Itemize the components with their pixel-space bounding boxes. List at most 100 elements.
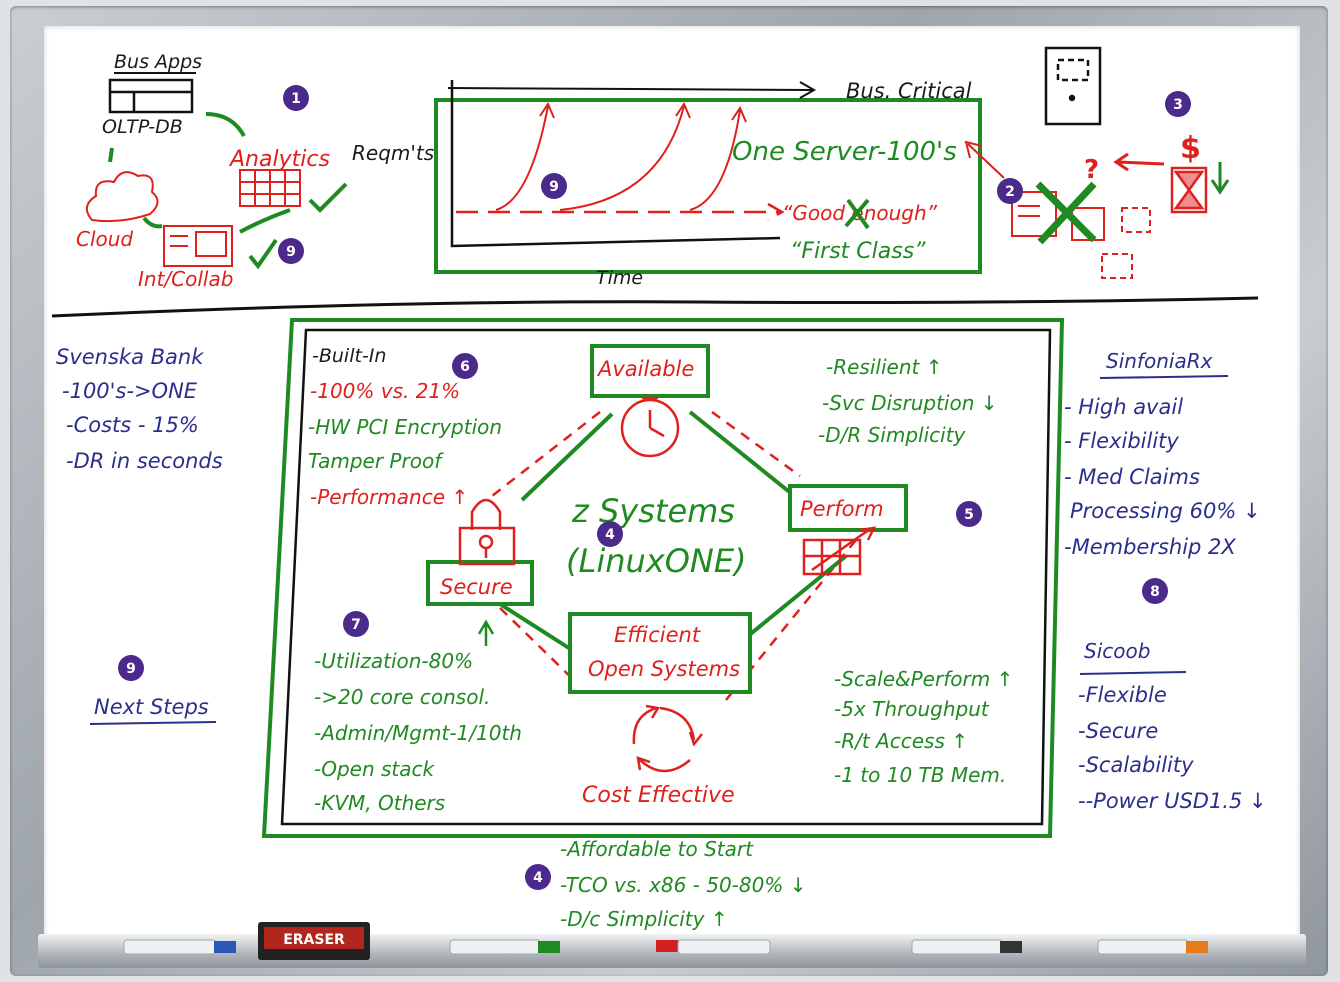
sinfonia-title: SinfoniaRx xyxy=(1106,349,1213,373)
inner-frame xyxy=(280,328,1052,826)
badge-9-chart: 9 xyxy=(541,173,567,199)
available-list-item: -Svc Disruption ↓ xyxy=(822,391,998,415)
sicoob-item: -Scalability xyxy=(1078,753,1194,777)
marker-orange[interactable] xyxy=(1097,939,1208,955)
badge-4-cost: 4 xyxy=(525,864,551,890)
arrow-down-cost xyxy=(1210,162,1230,195)
efficient-list-item: -KVM, Others xyxy=(314,791,445,815)
svg-text:9: 9 xyxy=(126,661,136,677)
svenska-item: -DR in seconds xyxy=(66,449,223,473)
marker-green[interactable] xyxy=(449,939,560,955)
oltp-db-label: OLTP-DB xyxy=(102,116,183,138)
bus-critical-label: Bus. Critical xyxy=(846,79,972,103)
badge-9-collab: 9 xyxy=(278,238,304,264)
bus-apps-label: Bus Apps xyxy=(114,51,202,73)
sinfonia-item: - Flexibility xyxy=(1064,429,1179,453)
cross-servers xyxy=(1035,181,1097,245)
efficient-label: Efficient xyxy=(614,623,701,647)
arrow-cost-question xyxy=(1113,152,1165,172)
linuxone-subtitle: (LinuxONE) xyxy=(566,542,747,580)
svg-text:9: 9 xyxy=(286,244,296,260)
badge-9-next-steps: 9 xyxy=(118,655,144,681)
efficient-benefits-list: -Utilization-80% ->20 core consol. -Admi… xyxy=(314,649,522,815)
badge-3: 3 xyxy=(1165,91,1191,117)
svg-text:1: 1 xyxy=(291,91,301,107)
secure-list-item: -HW PCI Encryption xyxy=(308,415,502,439)
performance-chart-icon xyxy=(802,526,877,576)
secure-list-item: -Performance ↑ xyxy=(310,485,468,509)
recycle-arrows-icon xyxy=(632,704,703,773)
svg-text:7: 7 xyxy=(351,617,361,633)
secure-benefits-list: -Built-In -100% vs. 21% -HW PCI Encrypti… xyxy=(308,345,502,509)
check-mark-collab xyxy=(248,238,278,270)
efficient-list-item: ->20 core consol. xyxy=(314,685,490,709)
perform-list-item: -Scale&Perform ↑ xyxy=(834,667,1013,691)
sinfonia-item: - High avail xyxy=(1064,395,1183,419)
hourglass-icon xyxy=(1170,166,1208,214)
svg-text:6: 6 xyxy=(460,359,470,375)
sinfonia-item: Processing 60% ↓ xyxy=(1070,499,1261,523)
analytics-grid-icon xyxy=(239,169,301,207)
badge-2: 2 xyxy=(997,178,1023,204)
secure-list-item: Tamper Proof xyxy=(308,449,444,473)
padlock-icon xyxy=(458,498,516,566)
sicoob-item: -Secure xyxy=(1078,719,1158,743)
database-table-icon xyxy=(108,78,194,114)
badge-7: 7 xyxy=(343,611,369,637)
svg-text:4: 4 xyxy=(533,870,543,886)
cost-benefits-list: -Affordable to Start -TCO vs. x86 - 50-8… xyxy=(560,837,806,931)
sicoob-item: --Power USD1.5 ↓ xyxy=(1078,789,1267,813)
time-label: Time xyxy=(596,267,643,289)
cost-effective-label: Cost Effective xyxy=(582,783,735,808)
cost-list-item: -TCO vs. x86 - 50-80% ↓ xyxy=(560,873,806,897)
cross-good-enough xyxy=(844,198,870,230)
marker-red[interactable] xyxy=(656,939,771,955)
svg-text:4: 4 xyxy=(605,527,615,543)
perform-list-item: -5x Throughput xyxy=(834,697,990,721)
available-label: Available xyxy=(596,357,694,381)
z-systems-title: z Systems xyxy=(571,492,735,530)
available-box xyxy=(590,344,710,398)
marker-blue[interactable] xyxy=(123,939,236,955)
cloud-icon xyxy=(85,171,159,223)
svg-text:2: 2 xyxy=(1005,184,1015,200)
reqmts-label: Reqm'ts xyxy=(352,141,434,165)
one-server-label: One Server-100's xyxy=(732,137,957,167)
marker-black[interactable] xyxy=(911,939,1022,955)
bus-critical-arrow xyxy=(447,81,817,99)
stopwatch-icon xyxy=(620,396,680,458)
sicoob-item: -Flexible xyxy=(1078,683,1167,707)
svg-text:3: 3 xyxy=(1173,97,1183,113)
cloud-label: Cloud xyxy=(76,227,133,251)
efficient-list-item: -Utilization-80% xyxy=(314,649,473,673)
whiteboard-surface xyxy=(44,26,1300,938)
svenska-item: -Costs - 15% xyxy=(66,413,199,437)
arrow-up-efficient xyxy=(477,619,495,646)
available-benefits-list: -Resilient ↑ -Svc Disruption ↓ -D/R Simp… xyxy=(818,355,998,447)
perform-benefits-list: -Scale&Perform ↑ -5x Throughput -R/t Acc… xyxy=(834,667,1013,787)
efficient-list-item: -Admin/Mgmt-1/10th xyxy=(314,721,522,745)
svenska-bank-panel: Svenska Bank -100's->ONE -Costs - 15% -D… xyxy=(56,345,223,473)
outer-frame xyxy=(261,318,1065,838)
solid-diamond xyxy=(498,410,848,652)
next-steps-label: Next Steps xyxy=(94,695,209,719)
check-mark-analytics xyxy=(308,182,348,213)
collab-window-icon xyxy=(163,225,233,267)
sinfonia-item: -Membership 2X xyxy=(1064,535,1236,559)
svg-text:8: 8 xyxy=(1150,584,1160,600)
eraser[interactable]: ERASER xyxy=(258,922,370,960)
available-list-item: -Resilient ↑ xyxy=(826,355,942,379)
badge-5: 5 xyxy=(956,501,982,527)
svenska-item: -100's->ONE xyxy=(62,379,198,403)
eraser-label: ERASER xyxy=(283,932,345,948)
perform-label: Perform xyxy=(800,497,884,521)
badge-1: 1 xyxy=(283,85,309,111)
perform-list-item: -R/t Access ↑ xyxy=(834,729,968,753)
badge-6: 6 xyxy=(452,353,478,379)
first-class-label: “First Class” xyxy=(790,239,926,264)
cost-list-item: -Affordable to Start xyxy=(560,837,754,861)
growth-curve-3 xyxy=(689,105,747,211)
perform-box xyxy=(788,484,908,532)
